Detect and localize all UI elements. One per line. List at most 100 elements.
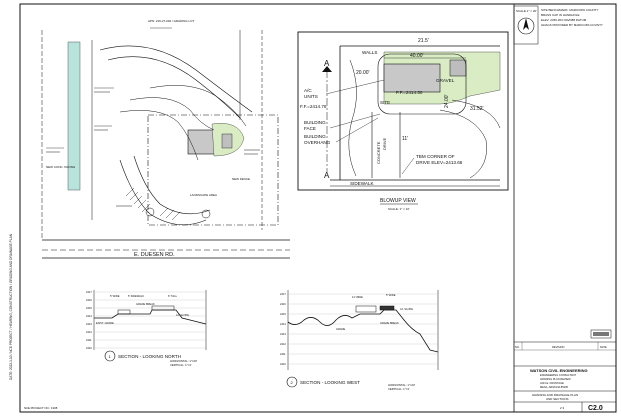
- ff-elevation: F.F.=2414.76: [300, 104, 327, 109]
- label-tbm: TBM CORNER OF: [416, 154, 455, 159]
- site-note-line: GDACS PROVIDED BY MARICOPA COUNTY: [541, 23, 603, 27]
- section-tag: 12' WIDE: [352, 295, 363, 299]
- section-mark-top: A: [324, 59, 330, 68]
- north-vert-scale: VERTICAL: 1"=4': [170, 363, 192, 367]
- sheet-number: C2.0: [588, 405, 603, 412]
- west-section-number: 2: [291, 380, 294, 385]
- sheet-title-line: GRADING AND DRAINAGE PLAN: [532, 393, 578, 397]
- section-number-bubble: [104, 350, 116, 362]
- label-gravel: GRAVEL: [436, 78, 455, 83]
- site-plan: E. DUESEN RD. NEW CONC. PAVING NEW FENCE…: [41, 19, 290, 259]
- axis-tick: 2413: [86, 322, 92, 326]
- section-arrow-icon: [322, 66, 332, 72]
- blowup-contour: [439, 109, 487, 179]
- contour-line: [119, 110, 199, 161]
- west-axis-ticks: 2417 2416 2415 2414 2413 2412 2411 2410: [280, 292, 286, 366]
- ff-elevation-2: F.F.=2414.50: [396, 90, 423, 95]
- sidewalk-block: [379, 305, 395, 311]
- firm-name: WATSON CIVIL ENGINEERING: [530, 368, 588, 373]
- dim-small: 11': [402, 136, 408, 142]
- label-concrete: CONCRETE: [376, 141, 381, 164]
- teal-strip: [67, 41, 81, 191]
- callout-text: LANDSCAPE AREA: [190, 193, 217, 197]
- title-block-frame: [513, 3, 617, 413]
- site-notes: SITE BENCHMARK: MARICOPA COUNTY BRASS CA…: [541, 8, 603, 27]
- property-line: [147, 114, 279, 226]
- revision-rows: [514, 342, 616, 351]
- pad-outline: [377, 53, 467, 115]
- dim-left: 20.00': [356, 70, 370, 76]
- label-building: BUILDING: [304, 134, 326, 139]
- title-block: NO. REVISION DATE WATSON CIVIL ENGINEERI…: [514, 329, 616, 412]
- plan-callouts: NEW CONC. PAVING NEW FENCE APN: 219-27-0…: [46, 19, 250, 197]
- contour-line: [129, 97, 215, 131]
- dim-21: 21.5': [418, 38, 429, 44]
- side-note: DATE: 2022-1-10 / NCE PROJECT / HEARING,…: [9, 233, 13, 380]
- label-building: BUILDING: [304, 120, 326, 125]
- drive-block: [355, 305, 377, 313]
- west-section-title: SECTION - LOOKING WEST: [300, 380, 360, 385]
- label-ac: A/C: [304, 88, 312, 93]
- blowup-scale: SCALE: 1" = 10': [388, 207, 410, 211]
- axis-tick: 2413: [280, 332, 286, 336]
- ac-pad: [221, 133, 233, 149]
- section-grid: [94, 291, 206, 349]
- section-tag: 5' WIDE: [386, 293, 396, 297]
- label-sidewalk: SIDEWALK: [350, 181, 375, 186]
- blowup-title: BLOWUP VIEW: [380, 198, 416, 204]
- blowup-building: [383, 63, 441, 93]
- tree-icon: [145, 207, 155, 217]
- section-mark-bottom: A: [324, 171, 330, 180]
- dim-right: 31.52': [470, 106, 484, 112]
- revision-header: REVISION: [552, 345, 565, 349]
- north-horiz-scale: HORIZONTAL: 1"=20': [170, 359, 198, 363]
- west-tags: 12' WIDE 5' WIDE 4:1 SLOPE GRADE BREAK G…: [336, 293, 413, 331]
- blowup-contour: [348, 59, 357, 177]
- section-west: 2417 2416 2415 2414 2413 2412 2411 2410 …: [280, 290, 439, 391]
- section-north: 2417 2416 2415 2414 2413 2412 2411 2410 …: [86, 290, 207, 367]
- building-footprint: [187, 129, 217, 155]
- section-tag: 4:1 SLOPE: [400, 307, 413, 311]
- axis-tick: 2415: [86, 306, 92, 310]
- blowup-ac-pad: [449, 59, 467, 77]
- axis-tick: 2416: [86, 298, 92, 302]
- driveway-edge: [99, 45, 253, 113]
- axis-tick: 2415: [280, 312, 286, 316]
- north-axis-ticks: 2417 2416 2415 2414 2413 2412 2411 2410: [86, 290, 92, 350]
- dim-vertical: 24.00': [444, 94, 450, 108]
- label-overhang: OVERHANG: [304, 140, 331, 145]
- sheet-title-line: AND SECTIONS: [546, 397, 569, 401]
- callout-text: NEW CONC. PAVING: [46, 165, 76, 169]
- pad-block: [151, 305, 175, 311]
- west-grade-profile: [287, 309, 439, 353]
- slope-hatch: [125, 187, 181, 221]
- label-units: UNITS: [304, 94, 318, 99]
- road-label: E. DUESEN RD.: [134, 252, 175, 258]
- revision-date-header: DATE: [600, 345, 607, 349]
- axis-tick: 2414: [86, 314, 92, 318]
- callout-text: APN: 219-27-002 / GRADING LOT: [148, 19, 195, 23]
- north-section-number: 1: [109, 354, 112, 359]
- label-drive: DRIVE: [382, 137, 387, 150]
- callout-text: NEW FENCE: [232, 177, 250, 181]
- driveway-edge: [107, 56, 241, 119]
- axis-tick: 2416: [280, 302, 286, 306]
- west-vert-scale: VERTICAL: 1"=4': [388, 387, 410, 391]
- label-walls: WALLS: [362, 50, 377, 55]
- axis-tick: 2417: [86, 290, 92, 294]
- firm-line: 4231 E. FRONTAGE: [540, 381, 564, 385]
- axis-tick: 2411: [86, 338, 92, 342]
- section-tag: 6" TALL: [168, 294, 178, 298]
- revision-no-header: NO.: [515, 345, 520, 349]
- west-horiz-scale: HORIZONTAL: 1"=20': [388, 383, 416, 387]
- axis-tick: 2411: [280, 352, 286, 356]
- firm-line: GRADING PLAN REVIEW: [540, 377, 571, 381]
- section-tag: GRADE BREAK: [380, 321, 399, 325]
- axis-tick: 2414: [280, 322, 286, 326]
- blowup-view: A A 40.00' 20.00' 31.52' 24.00' 11' 21.5…: [297, 31, 509, 211]
- scale-box-label: SCALE 1" = 20': [516, 9, 537, 13]
- tree-icon: [201, 209, 211, 219]
- section-tag: 4:1 SLOPE: [176, 313, 189, 317]
- axis-tick: 2412: [280, 342, 286, 346]
